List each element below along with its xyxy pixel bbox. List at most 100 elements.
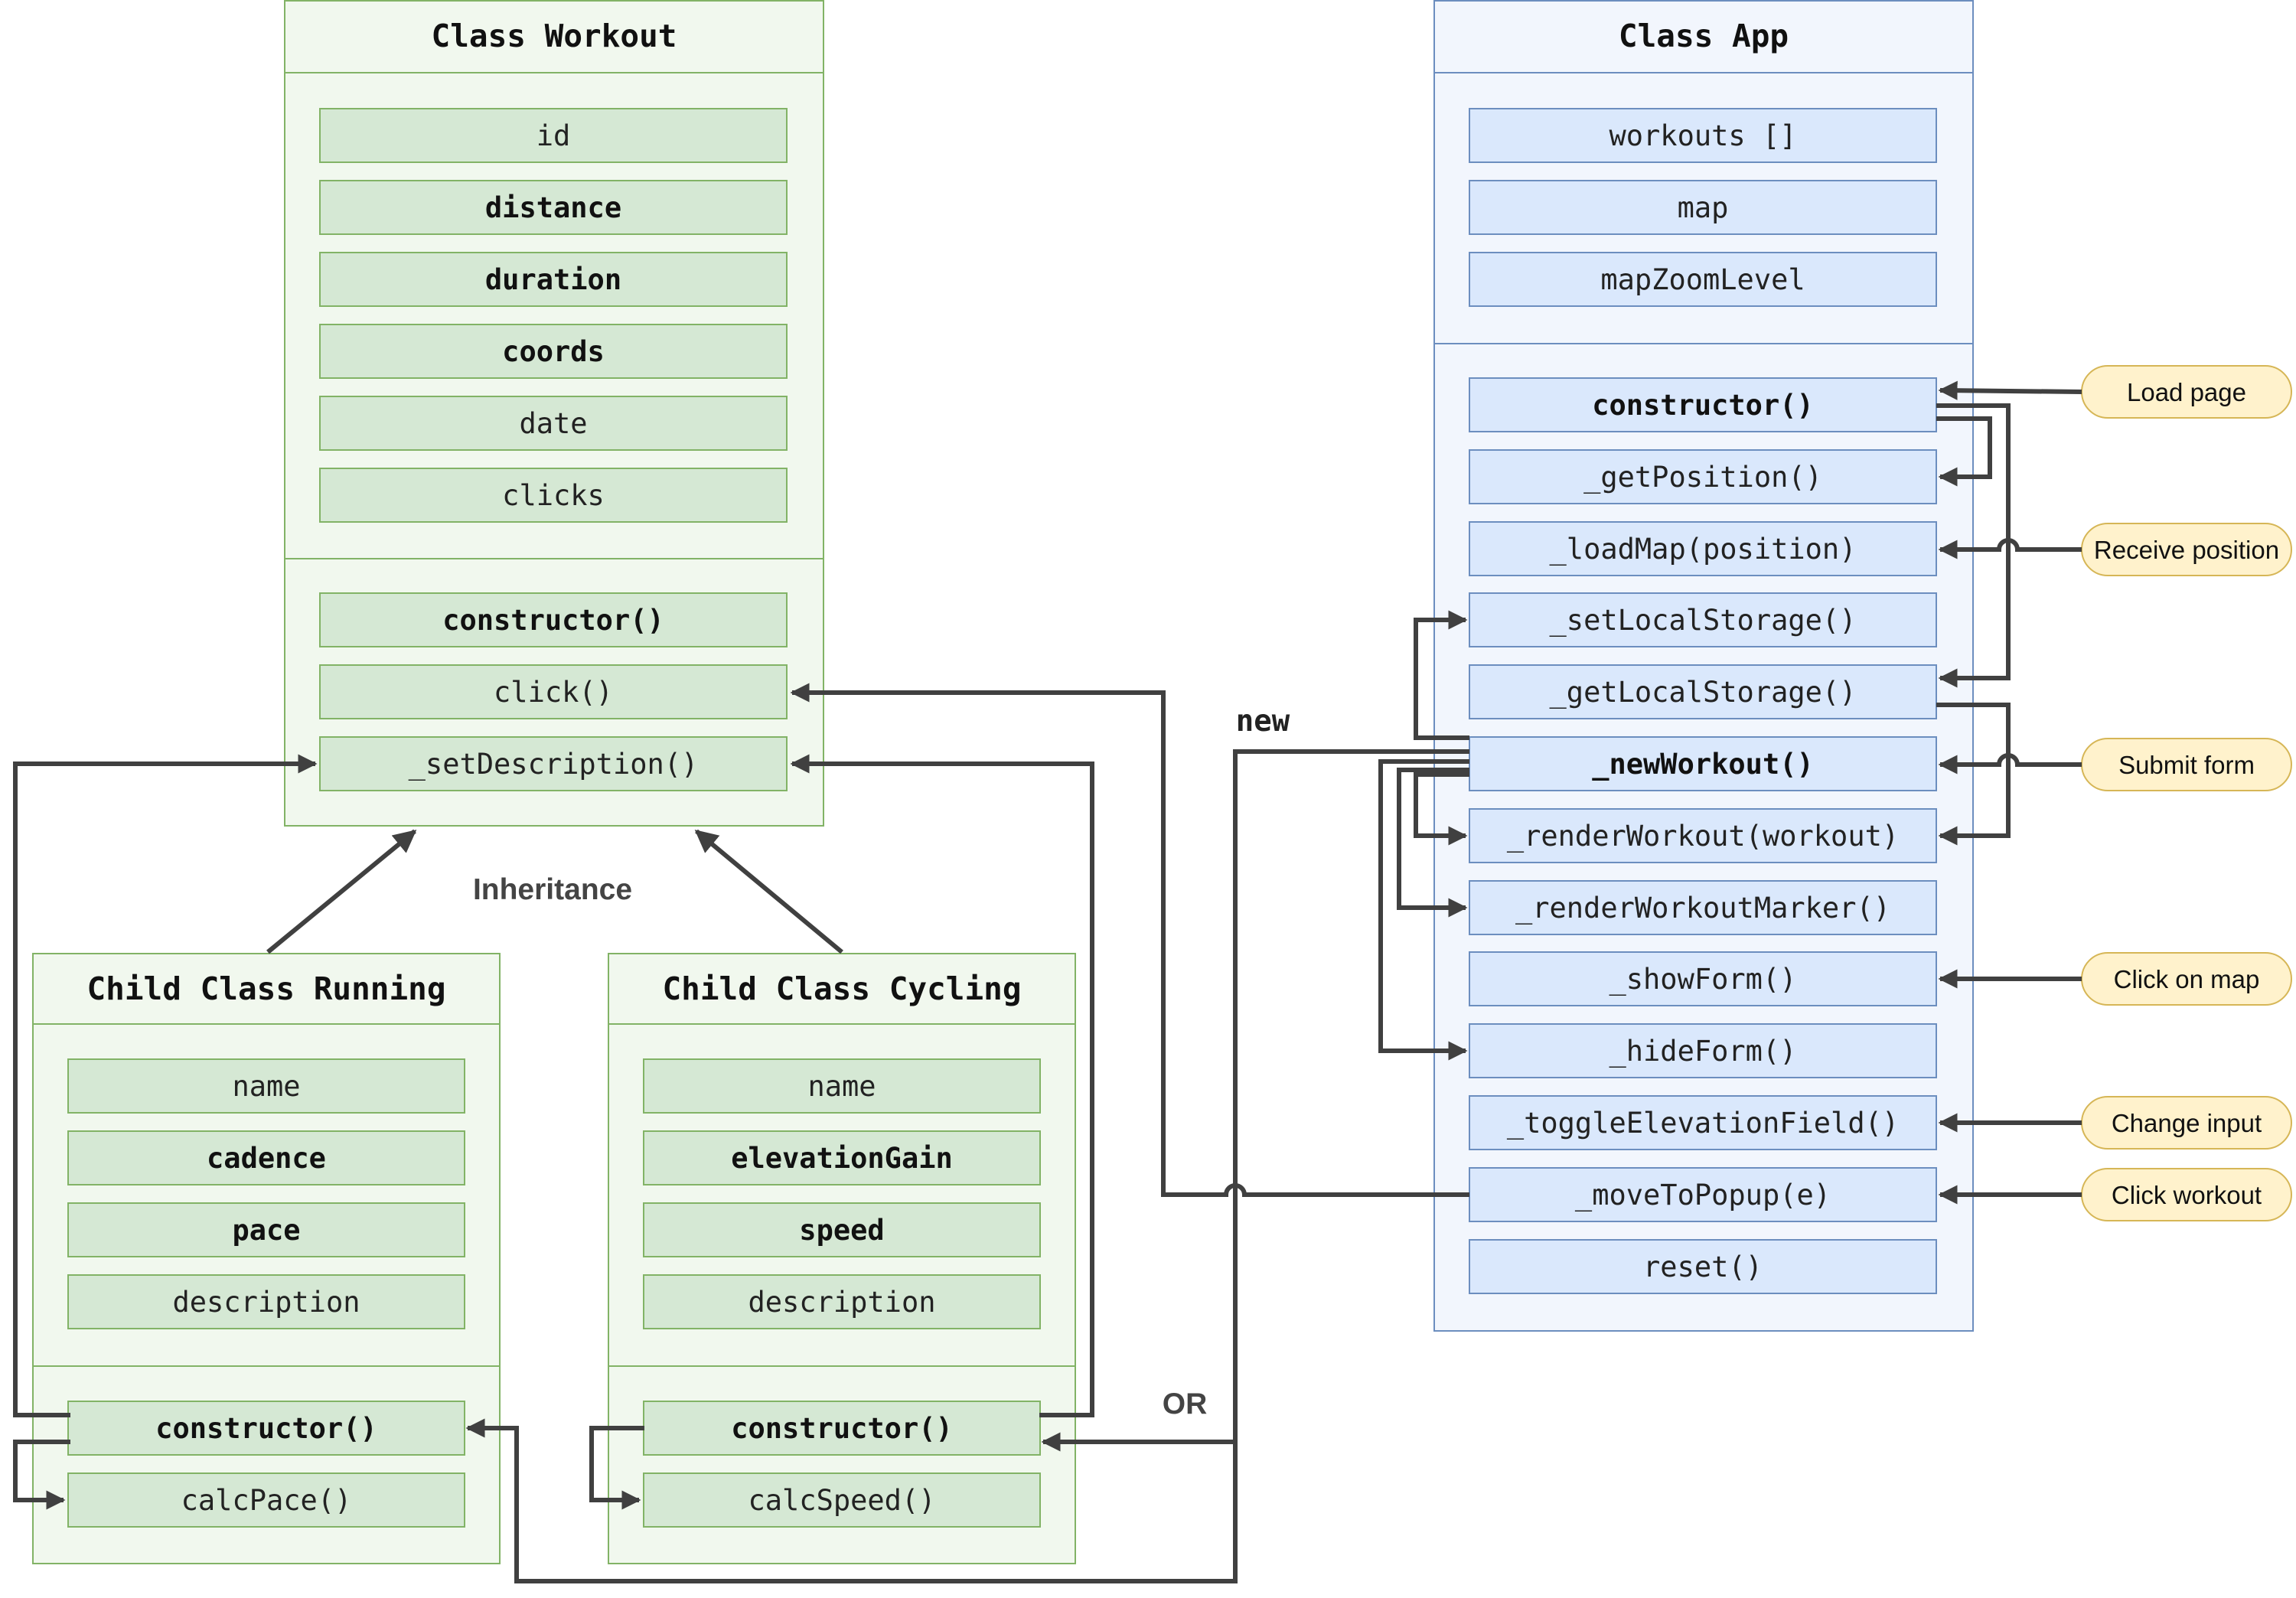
cycling-field-speed: speed: [643, 1202, 1041, 1257]
edge-newworkout-setlocalstorage: [1414, 610, 1469, 740]
app-field-workouts: workouts []: [1469, 108, 1937, 163]
cycling-method-label: calcSpeed(): [748, 1484, 935, 1517]
event-change-input: Change input: [2081, 1096, 2292, 1150]
cycling-method-label: constructor(): [731, 1412, 953, 1445]
event-load-page: Load page: [2081, 365, 2292, 419]
event-click-on-map: Click on map: [2081, 952, 2292, 1006]
edge-constructor-getlocalstorage: [1936, 403, 2011, 688]
app-method-label: _newWorkout(): [1592, 748, 1814, 781]
edge-load-page: [1938, 380, 2082, 400]
inheritance-arrow-cycling: [694, 829, 843, 954]
or-label: OR: [1163, 1388, 1208, 1420]
cycling-field-elevationgain: elevationGain: [643, 1130, 1041, 1185]
cycling-field-name: name: [643, 1058, 1041, 1114]
app-method-label: constructor(): [1592, 389, 1814, 422]
app-method-toggleelevationfield: _toggleElevationField(): [1469, 1095, 1937, 1150]
app-method-reset: reset(): [1469, 1239, 1937, 1294]
new-label: new: [1236, 704, 1290, 739]
app-method-newworkout: _newWorkout(): [1469, 736, 1937, 791]
workout-field-date: date: [319, 396, 788, 451]
app-method-renderworkoutmarker: _renderWorkoutMarker(): [1469, 880, 1937, 935]
cycling-field-label: description: [748, 1286, 935, 1319]
workout-field-coords: coords: [319, 324, 788, 379]
running-field-description: description: [67, 1274, 465, 1329]
edge-constructor-getposition: [1936, 416, 1992, 487]
workout-field-label: id: [536, 119, 571, 152]
app-method-label: _setLocalStorage(): [1550, 604, 1857, 638]
running-field-label: pace: [232, 1214, 300, 1247]
app-method-getposition: _getPosition(): [1469, 449, 1937, 504]
connectors: [13, 380, 2082, 1583]
event-label: Click on map: [2114, 965, 2260, 993]
workout-field-duration: duration: [319, 252, 788, 307]
cycling-class-title: Child Class Cycling: [663, 970, 1022, 1007]
class-running: Child Class Running: [32, 953, 501, 1564]
workout-field-label: duration: [485, 263, 621, 296]
edge-newworkout-renderworkout: [1414, 772, 1469, 846]
app-field-label: workouts []: [1609, 119, 1796, 152]
cycling-method-constructor: constructor(): [643, 1401, 1041, 1456]
app-method-label: _loadMap(position): [1550, 533, 1857, 566]
class-cycling: Child Class Cycling: [608, 953, 1076, 1564]
cycling-field-description: description: [643, 1274, 1041, 1329]
app-method-getlocalstorage: _getLocalStorage(): [1469, 664, 1937, 719]
event-click-workout: Click workout: [2081, 1168, 2292, 1221]
app-method-label: _toggleElevationField(): [1507, 1107, 1899, 1140]
workout-method-label: click(): [494, 676, 613, 709]
workout-method-constructor: constructor(): [319, 592, 788, 647]
app-field-mapzoomlevel: mapZoomLevel: [1469, 252, 1937, 307]
edge-cycling-setdescription: [790, 754, 1094, 1417]
running-method-calcpace: calcPace(): [67, 1472, 465, 1528]
running-field-name: name: [67, 1058, 465, 1114]
app-field-map: map: [1469, 180, 1937, 235]
app-method-showform: _showForm(): [1469, 951, 1937, 1006]
running-field-label: description: [172, 1286, 360, 1319]
app-method-renderworkout-workout: _renderWorkout(workout): [1469, 808, 1937, 863]
app-method-movetopopup-e: _moveToPopup(e): [1469, 1167, 1937, 1222]
workout-field-id: id: [319, 108, 788, 163]
app-class-title: Class App: [1619, 18, 1789, 54]
app-method-label: _showForm(): [1609, 963, 1796, 996]
running-field-pace: pace: [67, 1202, 465, 1257]
running-field-label: name: [232, 1070, 300, 1103]
edge-newworkout-hideform: [1378, 759, 1469, 1061]
edge-running-calcpace: [13, 1440, 70, 1510]
workout-field-label: clicks: [502, 479, 605, 512]
event-submit-form: Submit form: [2081, 738, 2292, 791]
cycling-field-label: elevationGain: [731, 1142, 953, 1175]
app-method-label: reset(): [1643, 1251, 1763, 1283]
running-method-label: calcPace(): [181, 1484, 352, 1517]
edge-movetopopup-click: [790, 683, 1469, 1197]
event-label: Load page: [2127, 378, 2246, 406]
workout-field-distance: distance: [319, 180, 788, 235]
event-label: Receive position: [2094, 536, 2279, 564]
running-field-cadence: cadence: [67, 1130, 465, 1185]
edge-new-running-constructor: [465, 1418, 1238, 1583]
cycling-field-label: speed: [799, 1214, 884, 1247]
workout-field-label: coords: [502, 335, 605, 368]
running-field-label: cadence: [207, 1142, 326, 1175]
running-method-label: constructor(): [155, 1412, 377, 1445]
edge-getlocalstorage-renderworkout: [1936, 703, 2011, 846]
cycling-field-label: name: [807, 1070, 876, 1103]
edge-newworkout-renderworkoutmarker: [1397, 768, 1469, 918]
app-method-label: _getPosition(): [1583, 461, 1822, 494]
cycling-method-calcspeed: calcSpeed(): [643, 1472, 1041, 1528]
workout-method-click: click(): [319, 664, 788, 719]
workout-method-setdescription: _setDescription(): [319, 736, 788, 791]
app-method-loadmap-position: _loadMap(position): [1469, 521, 1937, 576]
running-method-constructor: constructor(): [67, 1401, 465, 1456]
edge-cycling-calcspeed: [589, 1426, 644, 1510]
edge-running-setdescription: [13, 754, 318, 1417]
event-receive-position: Receive position: [2081, 523, 2292, 576]
app-method-label: _getLocalStorage(): [1550, 676, 1857, 709]
app-method-label: _hideForm(): [1609, 1035, 1796, 1068]
app-method-label: _moveToPopup(e): [1575, 1179, 1831, 1212]
event-label: Submit form: [2118, 751, 2255, 779]
workout-field-clicks: clicks: [319, 468, 788, 523]
event-label: Change input: [2112, 1109, 2262, 1137]
edge-new-cycling-constructor: [1041, 749, 1469, 1452]
app-field-label: mapZoomLevel: [1600, 263, 1805, 296]
app-method-label: _renderWorkoutMarker(): [1515, 892, 1890, 925]
